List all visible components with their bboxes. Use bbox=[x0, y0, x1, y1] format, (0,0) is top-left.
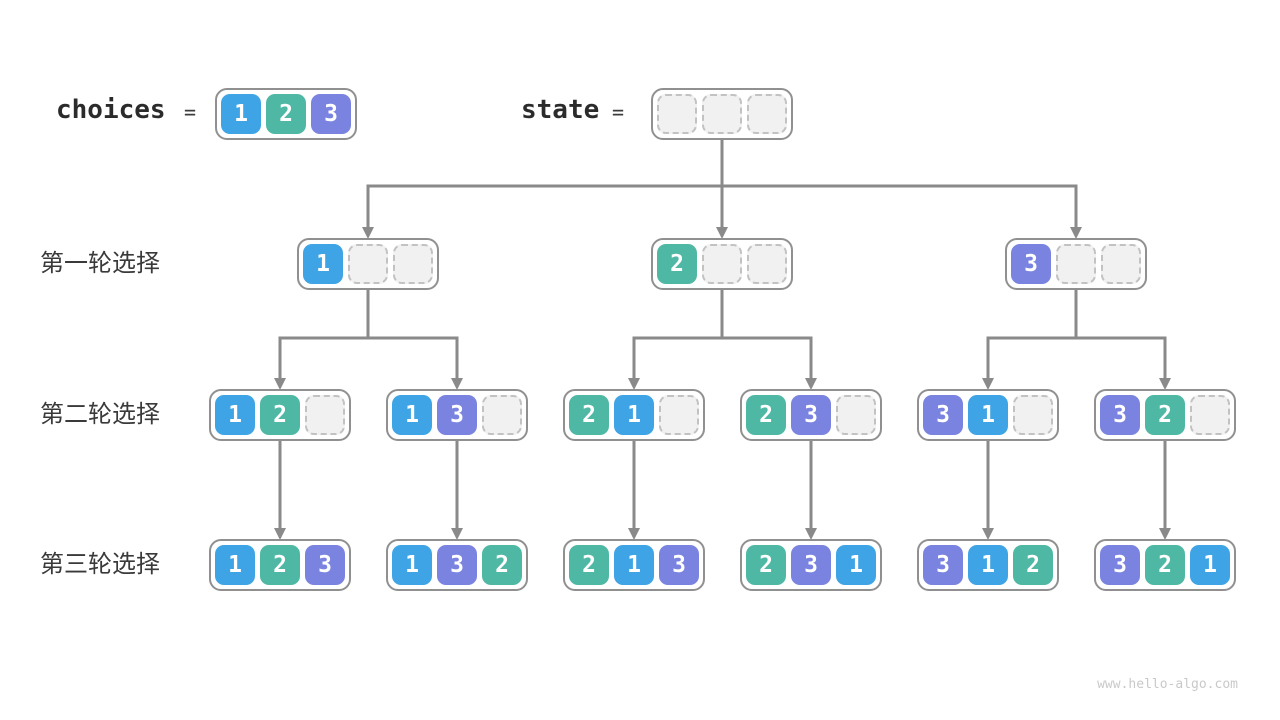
round1-box-1: 2 bbox=[651, 238, 793, 290]
cell-value-3: 3 bbox=[659, 545, 699, 585]
cell-empty bbox=[657, 94, 697, 134]
cell-value-3: 3 bbox=[791, 395, 831, 435]
cell-value-1: 1 bbox=[392, 545, 432, 585]
watermark: www.hello-algo.com bbox=[1097, 677, 1238, 692]
cell-value-1: 1 bbox=[836, 545, 876, 585]
cell-value-2: 2 bbox=[569, 395, 609, 435]
cell-value-2: 2 bbox=[1013, 545, 1053, 585]
row-label-round-1: 第一轮选择 bbox=[40, 250, 160, 277]
cell-value-3: 3 bbox=[791, 545, 831, 585]
cell-value-2: 2 bbox=[746, 545, 786, 585]
cell-empty bbox=[702, 244, 742, 284]
cell-empty bbox=[1101, 244, 1141, 284]
state-box bbox=[651, 88, 793, 140]
row-label-round-2: 第二轮选择 bbox=[40, 401, 160, 428]
cell-empty bbox=[747, 244, 787, 284]
cell-value-3: 3 bbox=[1100, 395, 1140, 435]
cell-value-1: 1 bbox=[303, 244, 343, 284]
cell-empty bbox=[482, 395, 522, 435]
cell-value-1: 1 bbox=[968, 545, 1008, 585]
cell-value-2: 2 bbox=[266, 94, 306, 134]
cell-empty bbox=[1056, 244, 1096, 284]
cell-value-2: 2 bbox=[746, 395, 786, 435]
round1-box-0: 1 bbox=[297, 238, 439, 290]
cell-empty bbox=[348, 244, 388, 284]
cell-empty bbox=[747, 94, 787, 134]
cell-empty bbox=[1190, 395, 1230, 435]
cell-value-1: 1 bbox=[614, 545, 654, 585]
row-label-round-3: 第三轮选择 bbox=[40, 551, 160, 578]
cell-value-3: 3 bbox=[311, 94, 351, 134]
cell-value-3: 3 bbox=[305, 545, 345, 585]
cell-value-3: 3 bbox=[923, 395, 963, 435]
cell-value-2: 2 bbox=[482, 545, 522, 585]
cell-value-3: 3 bbox=[1100, 545, 1140, 585]
cell-value-2: 2 bbox=[1145, 545, 1185, 585]
cell-value-1: 1 bbox=[1190, 545, 1230, 585]
cell-value-2: 2 bbox=[260, 545, 300, 585]
cell-value-3: 3 bbox=[923, 545, 963, 585]
cell-value-2: 2 bbox=[260, 395, 300, 435]
cell-value-1: 1 bbox=[392, 395, 432, 435]
cell-empty bbox=[702, 94, 742, 134]
cell-value-2: 2 bbox=[1145, 395, 1185, 435]
cell-value-1: 1 bbox=[614, 395, 654, 435]
cell-value-1: 1 bbox=[215, 395, 255, 435]
cell-value-1: 1 bbox=[221, 94, 261, 134]
cell-value-1: 1 bbox=[215, 545, 255, 585]
state-equals-sign: = bbox=[612, 100, 625, 124]
cell-empty bbox=[836, 395, 876, 435]
cell-empty bbox=[659, 395, 699, 435]
cell-empty bbox=[1013, 395, 1053, 435]
cell-empty bbox=[305, 395, 345, 435]
cell-value-3: 3 bbox=[437, 395, 477, 435]
cell-empty bbox=[393, 244, 433, 284]
round1-box-2: 3 bbox=[1005, 238, 1147, 290]
cell-value-3: 3 bbox=[437, 545, 477, 585]
cell-value-2: 2 bbox=[569, 545, 609, 585]
choices-equals-sign: = bbox=[184, 100, 197, 124]
cell-value-1: 1 bbox=[968, 395, 1008, 435]
choices-label: choices bbox=[56, 95, 166, 125]
cell-value-3: 3 bbox=[1011, 244, 1051, 284]
cell-value-2: 2 bbox=[657, 244, 697, 284]
state-label: state bbox=[521, 95, 600, 125]
